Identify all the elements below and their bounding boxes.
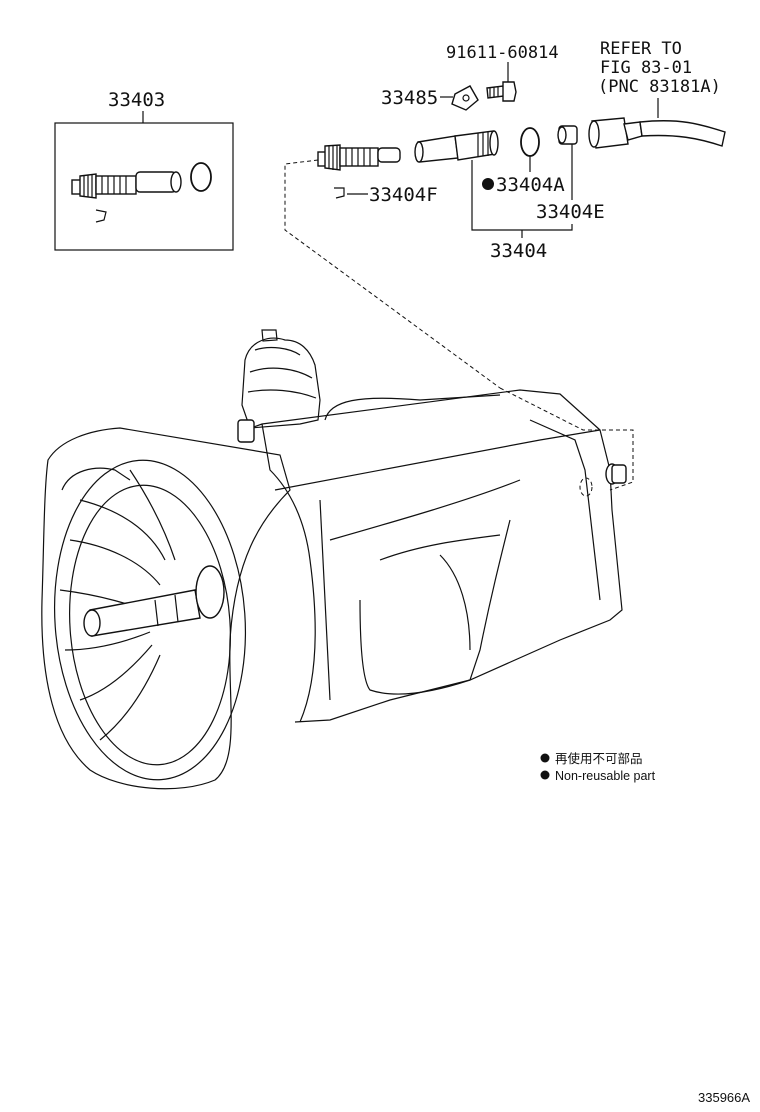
legend: 再使用不可部品 Non-reusable part	[540, 751, 656, 783]
assembly-leader-lines	[284, 159, 634, 491]
assembly-33403-inset: 33403	[54, 89, 234, 251]
bolt-icon	[486, 81, 517, 102]
inset-frame	[54, 122, 234, 251]
part-label-33403[interactable]: 33403	[108, 89, 165, 111]
transmission-assembly-icon	[41, 329, 627, 790]
part-label-33404F[interactable]: 33404F	[369, 184, 438, 206]
part-label-91611-60814[interactable]: 91611-60814	[446, 43, 559, 63]
bushing-icon	[557, 125, 578, 145]
legend-jp: 再使用不可部品	[555, 751, 643, 766]
o-ring-icon	[190, 162, 212, 192]
o-ring-33404A-icon	[520, 127, 540, 157]
exploded-parts: 33404F 33485	[317, 39, 726, 262]
clip-icon	[334, 187, 345, 199]
driven-gear-icon	[71, 171, 182, 223]
legend-bullet-icon	[540, 770, 550, 780]
legend-en: Non-reusable part	[555, 769, 656, 783]
lock-plate-icon	[451, 85, 479, 111]
refer-line-3[interactable]: (PNC 83181A)	[598, 77, 721, 97]
part-label-33404[interactable]: 33404	[490, 240, 547, 262]
part-label-33404A[interactable]: 33404A	[496, 174, 565, 196]
sleeve-icon	[414, 130, 499, 163]
part-label-33404E[interactable]: 33404E	[536, 201, 605, 223]
part-label-33485[interactable]: 33485	[381, 87, 438, 109]
driven-gear-shaft-icon	[317, 144, 401, 171]
legend-bullet-icon	[540, 753, 550, 763]
non-reusable-bullet-icon	[482, 178, 494, 190]
refer-line-2: FIG 83-01	[600, 58, 692, 78]
illustration-id: 335966A	[698, 1090, 750, 1105]
cable-connector-icon	[588, 117, 726, 149]
refer-line-1: REFER TO	[600, 39, 682, 59]
